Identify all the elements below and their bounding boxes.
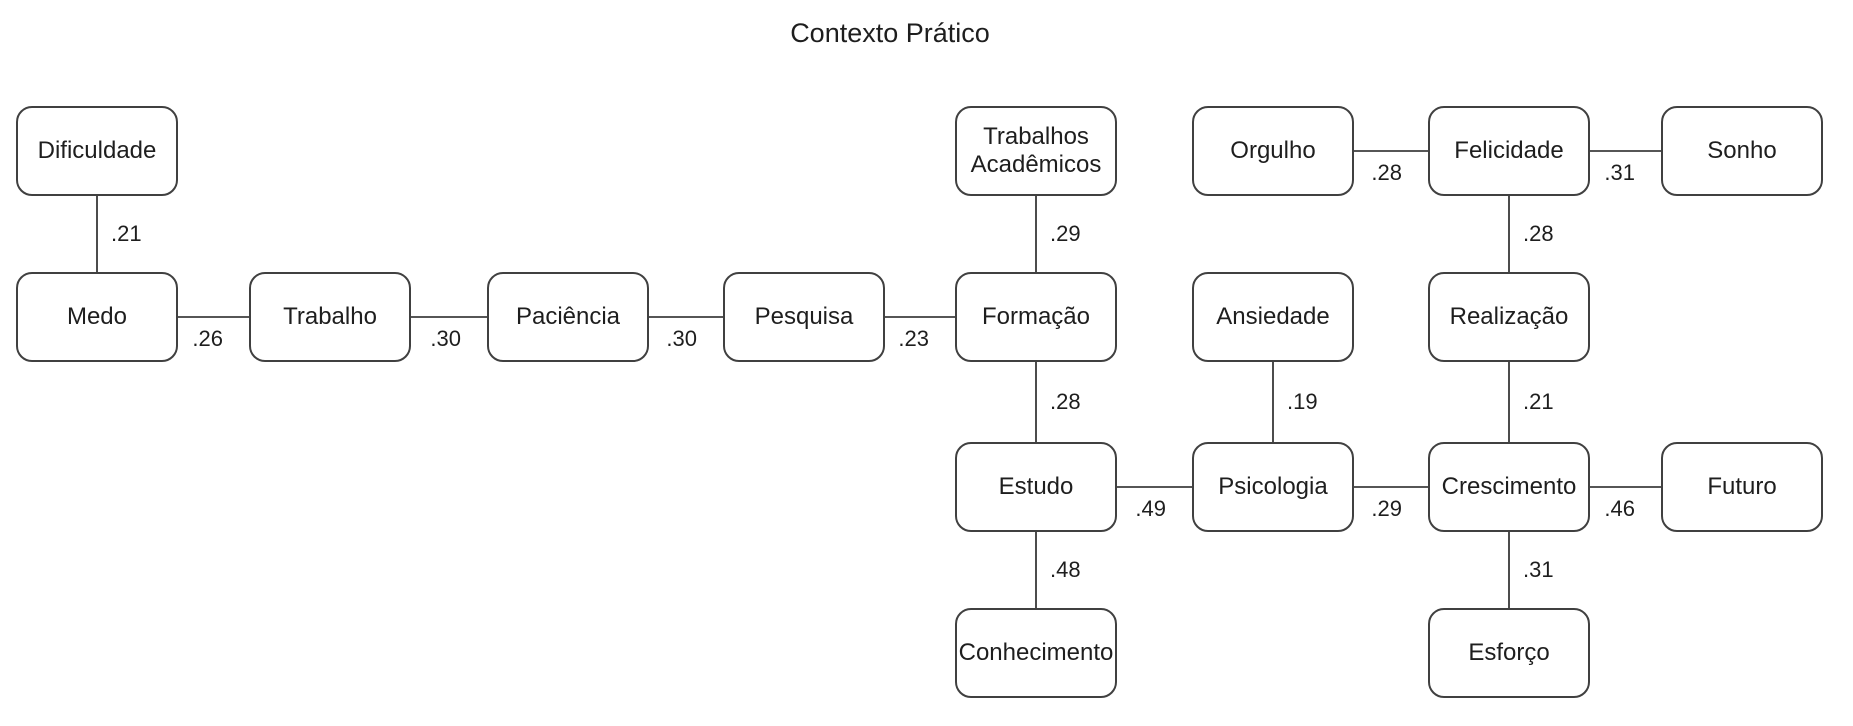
node-label: Trabalho xyxy=(283,303,377,331)
node-label: Conhecimento xyxy=(958,639,1114,667)
edge-weight: .48 xyxy=(1050,557,1081,582)
edge-weight: .30 xyxy=(430,326,461,351)
edge-weight: .28 xyxy=(1523,221,1554,246)
edge-weight: .49 xyxy=(1135,496,1166,521)
diagram-title: Contexto Prático xyxy=(790,18,990,48)
node-trabalho: Trabalho xyxy=(249,272,411,362)
edge-weight: .31 xyxy=(1604,160,1635,185)
node-medo: Medo xyxy=(16,272,178,362)
node-ansiedade: Ansiedade xyxy=(1192,272,1354,362)
edge-weight: .26 xyxy=(192,326,223,351)
edge-weight: .23 xyxy=(898,326,929,351)
edge-weight: .21 xyxy=(1523,389,1554,414)
node-label: Formação xyxy=(981,303,1091,331)
edge-weight: .29 xyxy=(1371,496,1402,521)
node-label: Crescimento xyxy=(1441,473,1577,501)
edge-weight: .28 xyxy=(1050,389,1081,414)
node-label: Trabalhos Acadêmicos xyxy=(970,123,1102,178)
node-label: Pesquisa xyxy=(754,303,854,331)
node-label: Paciência xyxy=(515,303,621,331)
node-label: Estudo xyxy=(998,473,1074,501)
edge-weight: .31 xyxy=(1523,557,1554,582)
node-label: Psicologia xyxy=(1218,473,1328,501)
node-label: Felicidade xyxy=(1454,137,1564,165)
edge-weight: .19 xyxy=(1287,389,1318,414)
node-label: Realização xyxy=(1449,303,1569,331)
node-orgulho: Orgulho xyxy=(1192,106,1354,196)
node-label: Orgulho xyxy=(1230,137,1316,165)
node-estudo: Estudo xyxy=(955,442,1117,532)
node-dificuldade: Dificuldade xyxy=(16,106,178,196)
edge-weight: .21 xyxy=(111,221,142,246)
node-formacao: Formação xyxy=(955,272,1117,362)
node-psicologia: Psicologia xyxy=(1192,442,1354,532)
node-esforco: Esforço xyxy=(1428,608,1590,698)
edge-weight: .30 xyxy=(666,326,697,351)
node-label: Futuro xyxy=(1707,473,1777,501)
node-conhecimento: Conhecimento xyxy=(955,608,1117,698)
node-futuro: Futuro xyxy=(1661,442,1823,532)
node-label: Dificuldade xyxy=(37,137,157,165)
node-paciencia: Paciência xyxy=(487,272,649,362)
edge-weight: .46 xyxy=(1604,496,1635,521)
node-pesquisa: Pesquisa xyxy=(723,272,885,362)
node-crescimento: Crescimento xyxy=(1428,442,1590,532)
node-label: Ansiedade xyxy=(1216,303,1330,331)
edge-weight: .28 xyxy=(1371,160,1402,185)
node-label: Esforço xyxy=(1468,639,1550,667)
node-label: Medo xyxy=(66,303,128,331)
node-trabalhos-academicos: Trabalhos Acadêmicos xyxy=(955,106,1117,196)
node-label: Sonho xyxy=(1707,137,1777,165)
node-realizacao: Realização xyxy=(1428,272,1590,362)
node-sonho: Sonho xyxy=(1661,106,1823,196)
edge-weight: .29 xyxy=(1050,221,1081,246)
node-felicidade: Felicidade xyxy=(1428,106,1590,196)
